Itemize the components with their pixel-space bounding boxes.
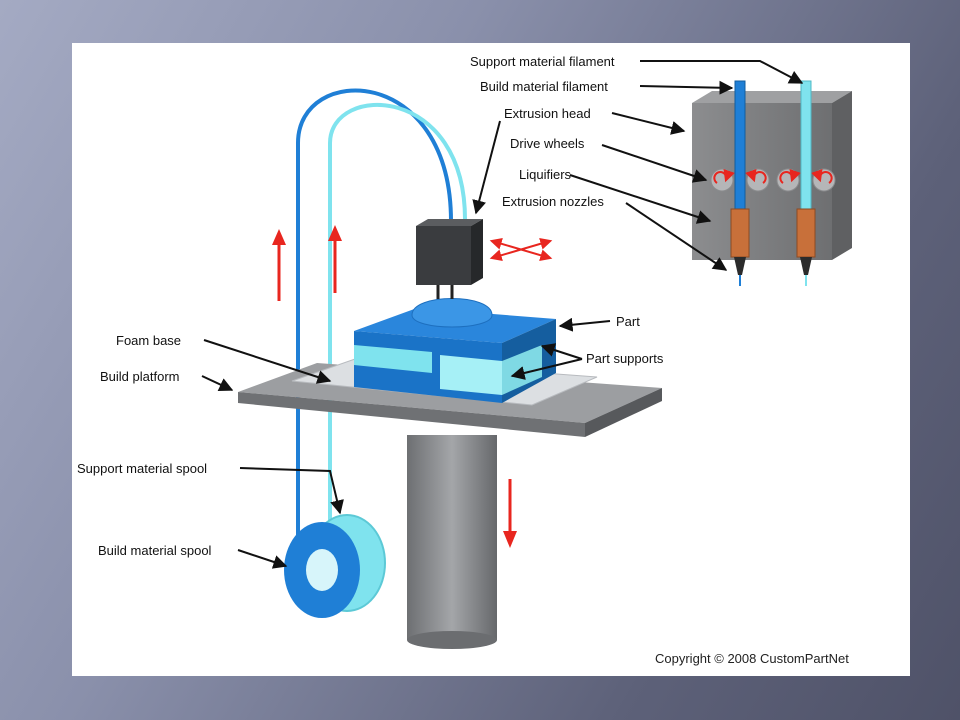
motion-arrow-icon: [272, 229, 286, 301]
support-filament-line: [328, 103, 468, 573]
label-part-supports: Part supports: [586, 351, 664, 366]
extrusion-head-top: [416, 219, 483, 226]
inset-nozzle-support: [800, 257, 812, 275]
platform-column-base: [407, 631, 497, 649]
part-support-band: [354, 345, 432, 373]
extrusion-head-front: [416, 226, 471, 285]
label-part: Part: [616, 314, 640, 329]
part-support-block: [440, 355, 502, 395]
inset-panel-side: [832, 91, 852, 260]
label-liquifiers: Liquifiers: [519, 167, 572, 182]
platform-column: [407, 435, 497, 640]
extrusion-head-side: [471, 219, 483, 285]
label-build-platform: Build platform: [100, 369, 179, 384]
build-platform-front: [238, 392, 585, 437]
build-platform-side: [585, 388, 662, 437]
label-build-material-filament: Build material filament: [480, 79, 608, 94]
build-filament-line: [296, 88, 454, 583]
motion-arrow-icon: [503, 479, 517, 548]
part-top-boss: [411, 298, 493, 328]
label-drive-wheels: Drive wheels: [510, 136, 585, 151]
fdm-diagram: Support material filament Build material…: [77, 54, 852, 666]
inset-panel-top: [692, 91, 852, 103]
label-extrusion-head: Extrusion head: [504, 106, 591, 121]
slide-panel: Support material filament Build material…: [72, 43, 910, 676]
leader-lines: [201, 60, 804, 569]
label-support-material-filament: Support material filament: [470, 54, 615, 69]
label-support-material-spool: Support material spool: [77, 461, 207, 476]
inset-nozzle-build: [734, 257, 746, 275]
xy-cross-arrow-icon: [489, 237, 553, 262]
inset-liquifier-build: [730, 208, 750, 258]
inset-support-filament: [800, 80, 812, 212]
drive-wheels: [710, 168, 836, 192]
label-extrusion-nozzles: Extrusion nozzles: [502, 194, 604, 209]
inset-liquifier-support: [796, 208, 816, 258]
inset-build-filament: [734, 80, 746, 212]
copyright-text: Copyright © 2008 CustomPartNet: [655, 651, 849, 666]
motion-arrow-icon: [328, 225, 342, 293]
build-material-spool: [284, 522, 360, 618]
label-build-material-spool: Build material spool: [98, 543, 212, 558]
label-foam-base: Foam base: [116, 333, 181, 348]
